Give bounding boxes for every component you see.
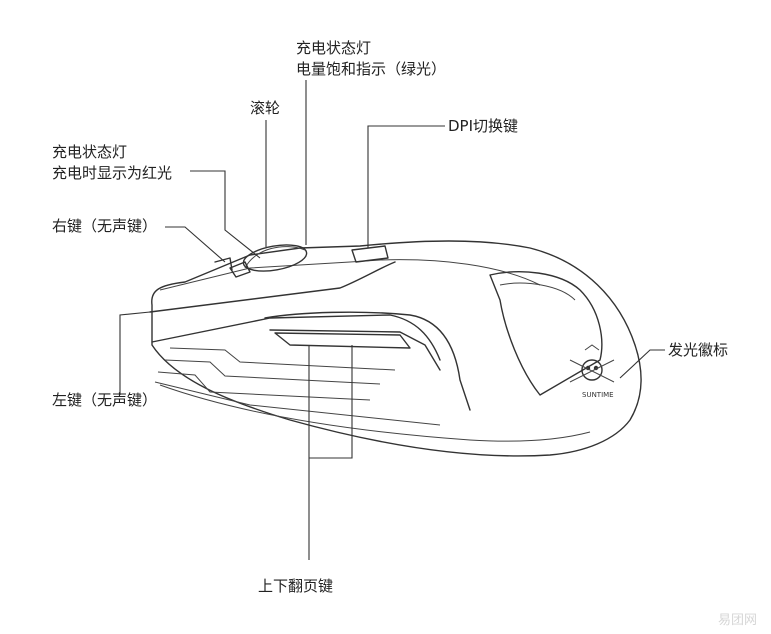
callout-charge-red — [190, 170, 261, 259]
side-stripe-4 — [154, 381, 441, 426]
logo-text: SUNTIME — [582, 391, 614, 399]
label-charge-indicator-full: 充电状态灯 电量饱和指示（绿光） — [296, 39, 447, 78]
side-panel — [264, 311, 471, 411]
side-stripe-3 — [157, 371, 371, 401]
mouse-body-outline — [151, 240, 642, 457]
callout-left-button — [119, 311, 151, 395]
scroll-wheel-shape — [242, 244, 308, 272]
charge-led-shape — [229, 261, 251, 278]
label-dpi-switch: DPI切换键 — [448, 117, 519, 135]
top-cutout — [489, 271, 603, 396]
dpi-button-shape — [351, 245, 389, 263]
callout-right-button — [165, 226, 226, 263]
label-charge-indicator-red: 充电状态灯 充电时显示为红光 — [52, 143, 173, 182]
side-stripe-2 — [164, 359, 381, 385]
callout-dpi — [367, 125, 445, 248]
label-scroll-wheel: 滚轮 — [250, 99, 281, 117]
watermark: 易团网 — [717, 613, 757, 628]
skull-logo — [569, 344, 615, 383]
callout-logo — [619, 349, 665, 379]
side-stripe-1 — [169, 347, 396, 371]
label-page-up-down: 上下翻页键 — [258, 577, 334, 595]
page-up-button-shape — [274, 332, 411, 349]
label-left-button: 左键（无声键） — [52, 391, 158, 409]
front-band — [149, 261, 396, 313]
label-glowing-logo: 发光徽标 — [668, 341, 729, 359]
label-right-button: 右键（无声键） — [52, 217, 158, 235]
